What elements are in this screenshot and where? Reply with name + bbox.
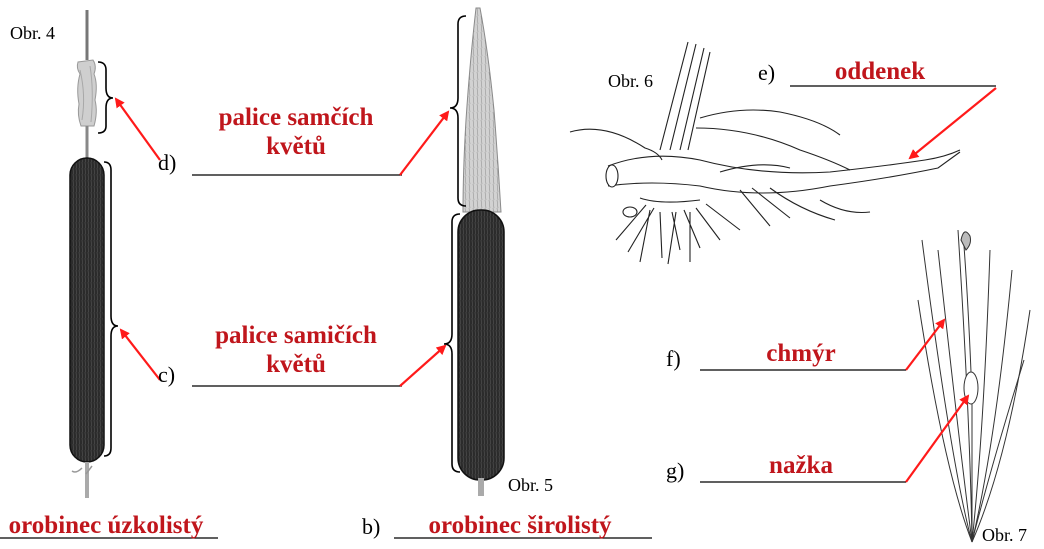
answer-d-line1: palice samčích — [198, 104, 394, 133]
brace-male-narrow — [98, 62, 113, 133]
answer-a: orobinec úzkolistý — [0, 512, 226, 541]
arrow-d-left — [116, 99, 160, 160]
prefix-f: f) — [666, 348, 681, 370]
answer-g: nažka — [716, 452, 886, 481]
prefix-b: b) — [362, 516, 380, 538]
answer-d-line2: květů — [198, 133, 394, 162]
answer-d: palice samčích květů — [198, 104, 394, 162]
figure-label-obr6: Obr. 6 — [608, 72, 653, 90]
prefix-d: d) — [158, 152, 176, 174]
narrow-cattail-illustration — [70, 10, 104, 498]
figure-label-obr7: Obr. 7 — [982, 526, 1027, 544]
answer-c-line1: palice samičích — [198, 322, 394, 351]
answer-c: palice samičích květů — [198, 322, 394, 380]
figure-label-obr5: Obr. 5 — [508, 476, 553, 494]
arrow-c-right — [400, 346, 445, 386]
answer-e: oddenek — [800, 58, 960, 87]
answer-b: orobinec širolistý — [396, 512, 644, 541]
figure-label-obr4: Obr. 4 — [10, 24, 55, 42]
arrow-e — [910, 88, 996, 158]
answer-f: chmýr — [716, 340, 886, 369]
brace-female-narrow — [104, 162, 118, 456]
prefix-g: g) — [666, 460, 684, 482]
pappus-seed-illustration — [918, 230, 1030, 542]
prefix-e: e) — [758, 62, 775, 84]
arrow-d-right — [400, 112, 448, 175]
prefix-c: c) — [158, 364, 175, 386]
broad-cattail-illustration — [458, 8, 504, 496]
arrow-f — [906, 320, 944, 370]
arrow-c-left — [121, 330, 160, 380]
answer-c-line2: květů — [198, 351, 394, 380]
